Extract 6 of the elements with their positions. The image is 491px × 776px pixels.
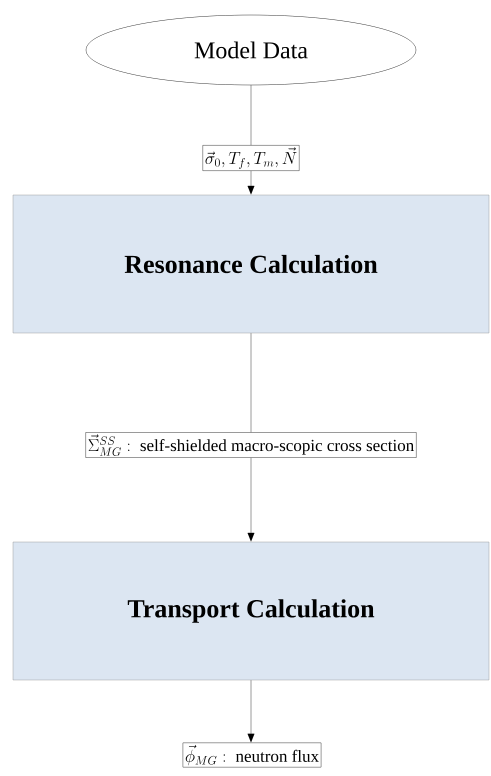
edge-label: $\vec{\Sigma}_{MG}^{SS}:\ \text{self-shielded macro-scopic cross section}$ (86, 432, 416, 458)
process-box: Resonance Calculation (12, 194, 490, 334)
process-box: Transport Calculation (12, 542, 490, 680)
output-box: $\vec{\phi}_{MG}:\ \text{neutron flux}$ (182, 742, 322, 768)
arrow (248, 680, 254, 742)
edge-label: $\vec{\sigma}_0,T_f,T_m,\vec{N}$ (202, 145, 300, 171)
